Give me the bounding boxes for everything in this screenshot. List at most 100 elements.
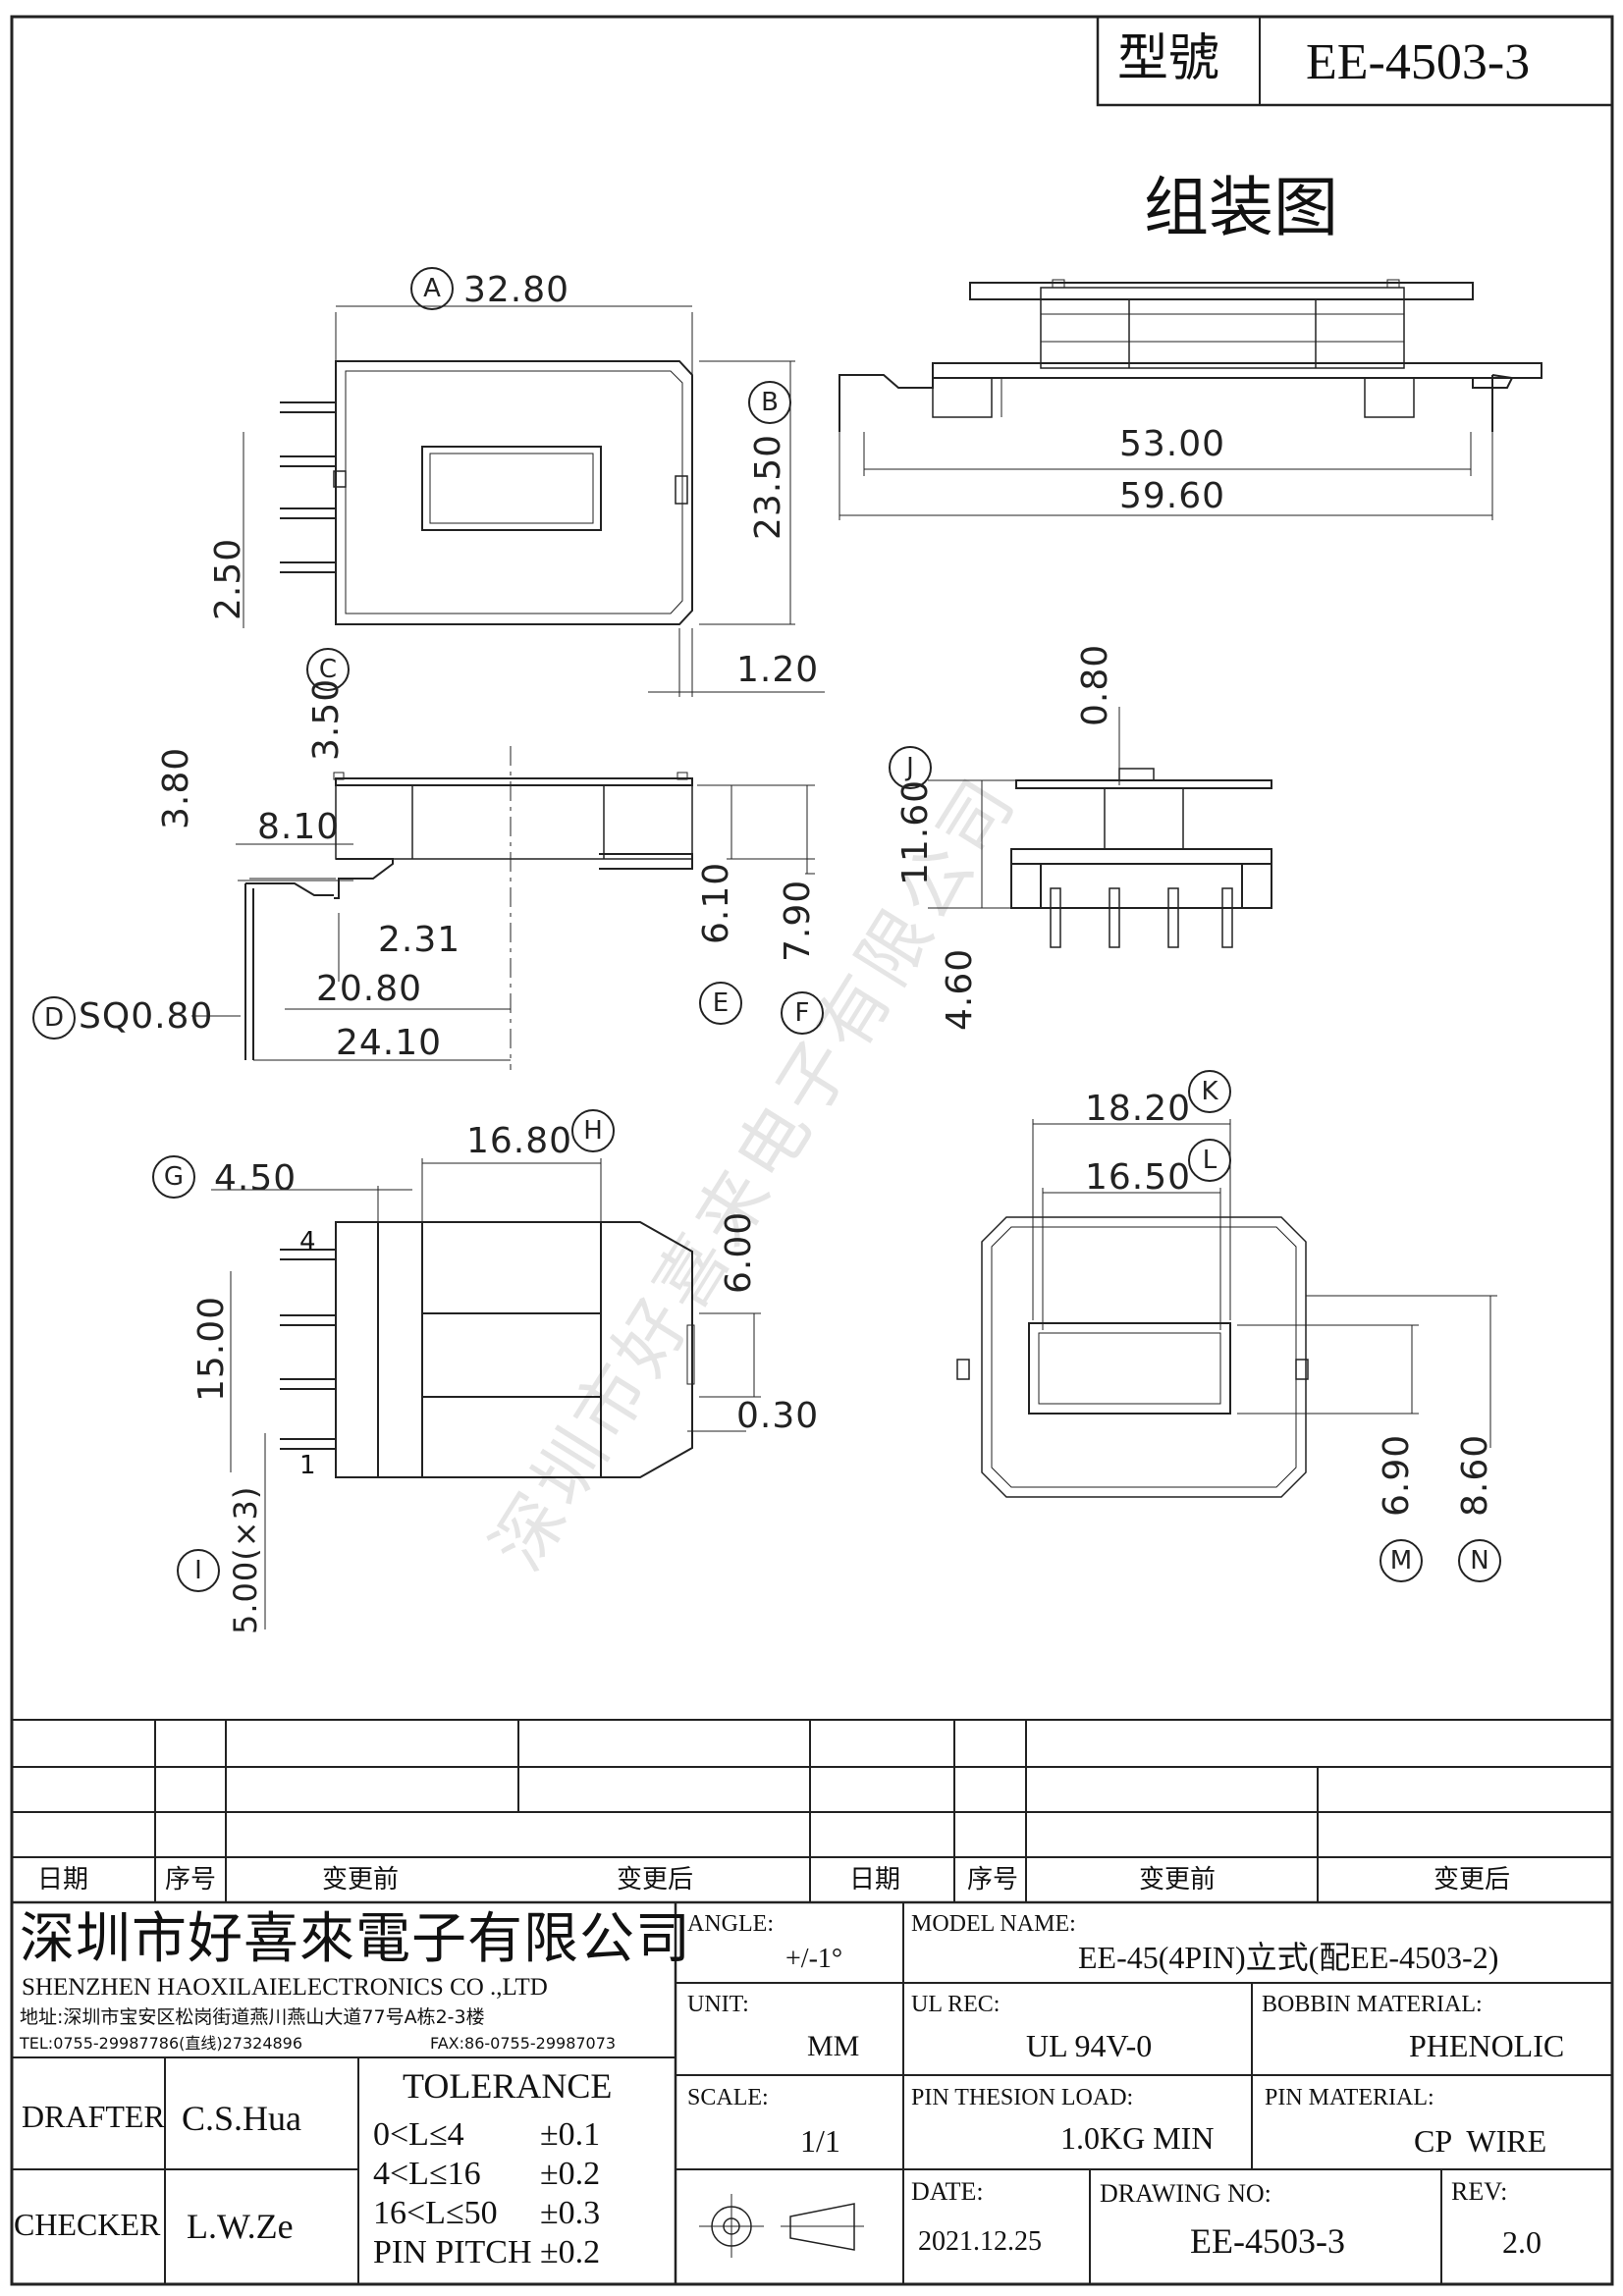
bobbin-value: PHENOLIC (1409, 2028, 1565, 2063)
company-address: 地址:深圳市宝安区松岗街道燕川燕山大道77号A栋2-3楼 (20, 2006, 485, 2028)
angle-label: ANGLE: (687, 1911, 774, 1937)
pin-material-label: PIN MATERIAL: (1265, 2085, 1434, 2110)
pin-load-value: 1.0KG MIN (1060, 2120, 1215, 2156)
label-n: N (1458, 1539, 1501, 1582)
label-l: L (1188, 1139, 1231, 1182)
dim-690: 6.90 (1377, 1433, 1417, 1517)
view-bottom-right (956, 1119, 1497, 1498)
scale-label: SCALE: (687, 2085, 769, 2110)
tolerance-title: TOLERANCE (403, 2066, 613, 2106)
dim-790: 7.90 (778, 879, 818, 962)
label-i: I (177, 1549, 220, 1592)
tol-value-0: ±0.1 (540, 2116, 601, 2153)
dim-1680: 16.80 (466, 1121, 573, 1161)
rev-after-header: 变更后 (617, 1865, 694, 1895)
label-c: C (306, 648, 350, 691)
dim-b: 23.50 (748, 433, 788, 540)
label-e: E (699, 982, 742, 1025)
view-top-right (839, 279, 1542, 520)
label-a: A (410, 267, 454, 310)
model-value: EE-4503-3 (1306, 34, 1531, 90)
label-f: F (781, 991, 824, 1035)
dim-2080: 20.80 (316, 969, 423, 1009)
scale-value: 1/1 (800, 2123, 840, 2159)
dim-1500: 15.00 (191, 1295, 232, 1402)
dim-a: 32.80 (463, 270, 570, 310)
dim-53: 53.00 (1119, 424, 1226, 464)
date-label: DATE: (911, 2177, 984, 2206)
view-top-left (243, 305, 825, 697)
date-value: 2021.12.25 (918, 2226, 1042, 2257)
dim-600: 6.00 (719, 1210, 759, 1294)
tol-value-1: ±0.2 (540, 2156, 601, 2192)
bobbin-label: BOBBIN MATERIAL: (1262, 1992, 1483, 2017)
dim-610: 6.10 (696, 861, 736, 944)
dim-5960: 59.60 (1119, 476, 1226, 516)
dim-450: 4.50 (214, 1158, 298, 1199)
rev-seq-header: 序号 (165, 1865, 217, 1895)
title-block-grid (12, 1719, 1612, 2284)
projection-symbol-icon (699, 2194, 864, 2258)
angle-value: +/-1° (785, 1944, 843, 1974)
dim-pin-spacing: 2.50 (208, 537, 248, 620)
dim-380: 3.80 (156, 746, 196, 829)
view-middle-left (191, 746, 815, 1070)
company-name-cn: 深圳市好喜來電子有限公司 (20, 1909, 691, 1970)
dim-1820: 18.20 (1085, 1089, 1192, 1129)
rev-value: 2.0 (1502, 2224, 1542, 2260)
label-g: G (152, 1155, 195, 1199)
label-d: D (32, 996, 76, 1040)
checker-label: CHECKER (14, 2207, 161, 2242)
dim-2410: 24.10 (336, 1023, 443, 1063)
tol-range-0: 0<L≤4 (373, 2116, 464, 2153)
rev-date-header: 日期 (37, 1865, 89, 1895)
pin-label-1: 1 (299, 1451, 316, 1480)
dim-860: 8.60 (1455, 1433, 1495, 1517)
dim-030: 0.30 (736, 1396, 820, 1436)
dim-tab: 1.20 (736, 650, 820, 690)
drafter-label: DRAFTER (22, 2099, 165, 2134)
label-k: K (1188, 1070, 1231, 1113)
model-label: 型號 (1117, 31, 1220, 87)
rev-before-header-2: 变更前 (1139, 1865, 1217, 1895)
pin-load-label: PIN THESION LOAD: (911, 2085, 1134, 2110)
pin-label-4: 4 (299, 1227, 316, 1256)
unit-value: MM (807, 2030, 860, 2062)
label-j: J (889, 746, 932, 789)
label-b: B (748, 381, 791, 424)
drafter-value: C.S.Hua (182, 2099, 302, 2138)
rev-date-header-2: 日期 (849, 1865, 901, 1895)
rev-after-header-2: 变更后 (1434, 1865, 1511, 1895)
dim-810: 8.10 (257, 807, 341, 847)
drawing-no-label: DRAWING NO: (1100, 2179, 1271, 2208)
ul-value: UL 94V-0 (1026, 2028, 1153, 2063)
dim-500x3: 5.00(×3) (227, 1485, 264, 1634)
checker-value: L.W.Ze (187, 2207, 294, 2246)
company-tel: TEL:0755-29987786(直线)27324896 (20, 2034, 303, 2053)
company-fax: FAX:86-0755-29987073 (430, 2034, 617, 2053)
rev-before-header: 变更前 (322, 1865, 400, 1895)
model-name-label: MODEL NAME: (911, 1911, 1076, 1937)
view-middle-right (928, 707, 1272, 948)
company-name-en: SHENZHEN HAOXILAIELECTRONICS CO .,LTD (22, 1974, 548, 2001)
tol-range-1: 4<L≤16 (373, 2156, 481, 2192)
tol-range-3: PIN PITCH (373, 2234, 532, 2270)
view-bottom-left (211, 1158, 761, 1629)
tol-range-2: 16<L≤50 (373, 2195, 498, 2231)
drawing-title: 组装图 (1144, 173, 1338, 244)
pin-material-value: CP WIRE (1414, 2123, 1547, 2159)
drawing-no-value: EE-4503-3 (1190, 2221, 1345, 2261)
tol-value-3: ±0.2 (540, 2234, 601, 2270)
rev-label: REV: (1451, 2177, 1508, 2206)
dim-1160: 11.60 (895, 778, 936, 885)
model-name-value: EE-45(4PIN)立式(配EE-4503-2) (1078, 1940, 1499, 1975)
tol-value-2: ±0.3 (540, 2195, 601, 2231)
dim-c: 3.50 (306, 677, 347, 761)
dim-080: 0.80 (1075, 643, 1115, 726)
label-m: M (1380, 1539, 1423, 1582)
dim-231: 2.31 (378, 920, 461, 960)
dim-1650: 16.50 (1085, 1157, 1192, 1198)
dim-sq: SQ0.80 (79, 996, 214, 1037)
